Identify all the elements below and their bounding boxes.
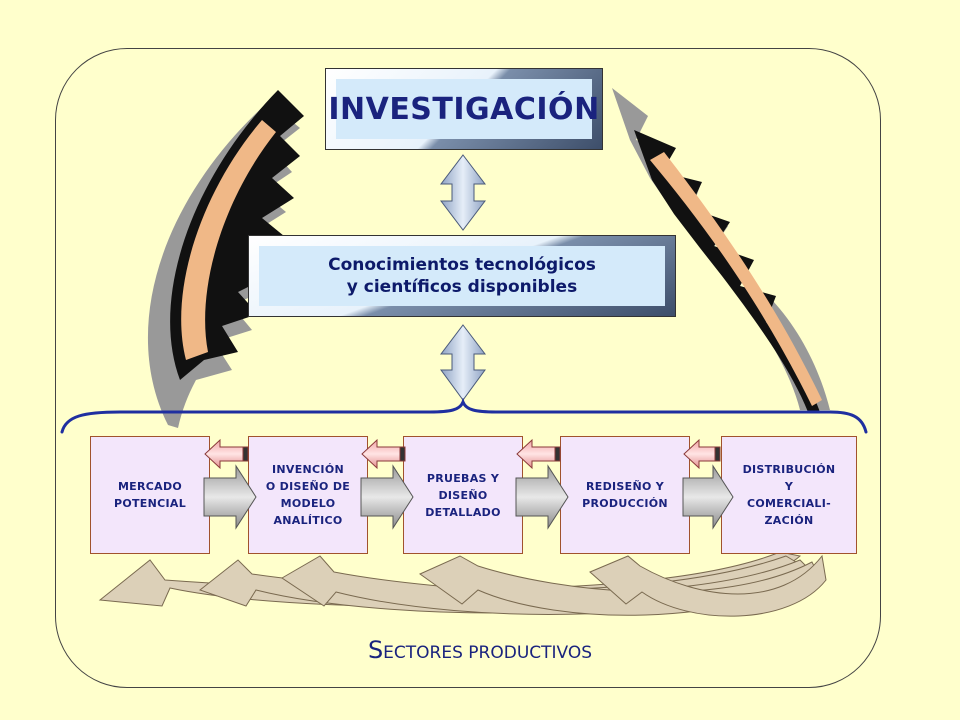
backward-arrow-1 — [204, 438, 245, 470]
backward-arrow-2 — [361, 438, 402, 470]
stage-invencion: INVENCIÓN O DISEÑO DE MODELO ANALÍTICO — [248, 436, 368, 554]
knowledge-title-line-1: Conocimientos tecnológicos — [328, 255, 596, 275]
forward-arrow-3 — [515, 464, 569, 530]
stage-5-text: DISTRIBUCIÓN Y COMERCIALI- ZACIÓN — [743, 461, 836, 529]
research-box-face — [336, 79, 592, 139]
rounded-frame — [55, 48, 881, 688]
left-curved-arrow-stripe — [181, 120, 276, 360]
left-curved-arrow — [147, 90, 304, 428]
stage-distribucion: DISTRIBUCIÓN Y COMERCIALI- ZACIÓN — [721, 436, 857, 554]
backward-arrow-2-cap — [399, 446, 406, 462]
research-title: INVESTIGACIÓN — [328, 91, 600, 127]
stage-1-line-2: POTENCIAL — [113, 497, 187, 510]
sectors-title: SECTORES PRODUCTIVOS — [0, 636, 960, 664]
stage-4-line-1: REDISEÑO Y — [586, 480, 664, 493]
stage-5-line-4: ZACIÓN — [764, 514, 814, 527]
stage-2-line-4: ANALÍTICO — [273, 514, 343, 527]
stage-2-line-2: O DISEÑO DE — [265, 480, 351, 493]
stage-2-line-3: MODELO — [280, 497, 336, 510]
forward-arrow-2 — [360, 464, 414, 530]
stage-3-line-3: DETALLADO — [425, 505, 501, 519]
feedback-arrow-5 — [589, 554, 827, 617]
stage-5-line-1: DISTRIBUCIÓN — [742, 463, 836, 476]
stage-1-line-1: MERCADO — [117, 480, 183, 493]
knowledge-box-face — [259, 246, 665, 306]
knowledge-title-line-2: y científicos disponibles — [346, 277, 578, 297]
forward-arrow-4 — [682, 464, 734, 530]
right-curved-arrow-stripe — [650, 152, 822, 406]
stage-2-text: INVENCIÓN O DISEÑO DE MODELO ANALÍTICO — [266, 461, 350, 529]
stage-2-line-1: INVENCIÓN — [272, 463, 344, 476]
backward-arrow-4-cap — [714, 446, 721, 462]
double-arrow-top — [439, 154, 487, 231]
feedback-arrows — [98, 551, 827, 617]
stage-rediseno: REDISEÑO Y PRODUCCIÓN — [560, 436, 690, 554]
stage-3-line-1: PRUEBAS Y — [426, 471, 500, 485]
sectors-title-rest: ECTORES PRODUCTIVOS — [383, 643, 593, 663]
knowledge-box: Conocimientos tecnológicos y científicos… — [248, 235, 676, 317]
stage-mercado-potencial: MERCADO POTENCIAL — [90, 436, 210, 554]
sectors-title-initial: S — [367, 636, 384, 664]
backward-arrow-3 — [516, 438, 557, 470]
backward-arrow-3-cap — [554, 446, 561, 462]
right-curved-arrow — [612, 88, 830, 412]
forward-arrow-1 — [203, 464, 257, 530]
stage-4-text: REDISEÑO Y PRODUCCIÓN — [582, 478, 668, 512]
stage-5-line-3: COMERCIALI- — [746, 497, 831, 510]
curly-brace — [60, 397, 868, 434]
right-curved-arrow-band — [634, 130, 820, 412]
stage-5-line-2: Y — [784, 480, 794, 493]
stage-1-text: MERCADO POTENCIAL — [114, 478, 186, 512]
research-box: INVESTIGACIÓN — [325, 68, 603, 150]
backward-arrow-4 — [683, 438, 717, 470]
knowledge-title: Conocimientos tecnológicos y científicos… — [328, 254, 596, 298]
backward-arrow-1-cap — [242, 446, 249, 462]
stage-4-line-2: PRODUCCIÓN — [582, 497, 668, 510]
stage-pruebas: PRUEBAS Y DISEÑO DETALLADO — [403, 436, 523, 554]
stage-3-text: PRUEBAS Y DISEÑO DETALLADO — [425, 470, 501, 521]
stage-3-line-2: DISEÑO — [438, 488, 488, 502]
